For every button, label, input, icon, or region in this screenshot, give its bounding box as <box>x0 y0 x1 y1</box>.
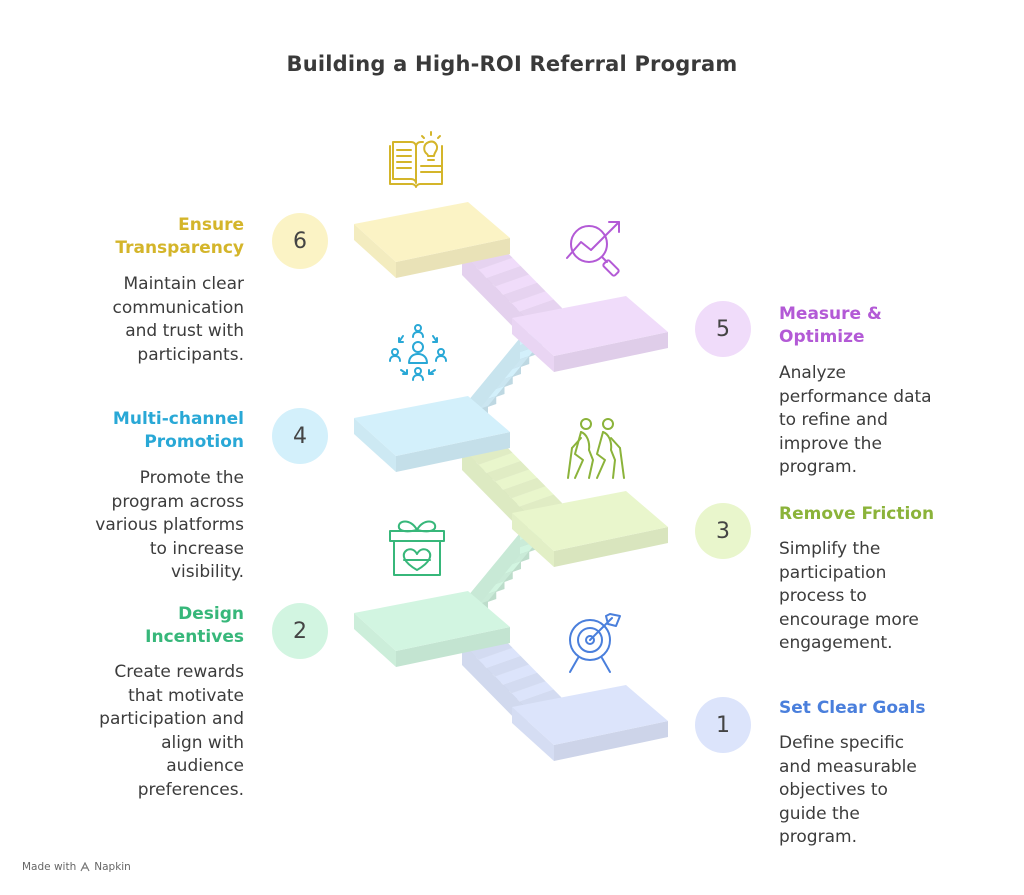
step-1-number: 1 <box>695 697 751 753</box>
platform-3-front <box>554 527 668 567</box>
flight-2-1-step <box>478 647 521 669</box>
flight-6-5-stringer <box>462 253 528 342</box>
napkin-logo-icon <box>80 862 90 872</box>
flight-4-3-stringer <box>462 448 528 537</box>
hikers-icon <box>567 418 625 479</box>
platform-4-front <box>396 432 510 472</box>
platform-2-side <box>354 613 396 667</box>
step-4-number: 4 <box>272 408 328 464</box>
flight-2-1-step <box>511 681 554 702</box>
step-6-number: 6 <box>272 213 328 269</box>
platform-5-top <box>512 296 668 356</box>
book-lightbulb-icon <box>389 131 443 188</box>
step-5-number: 5 <box>695 301 751 357</box>
flight-4-3-step <box>486 461 529 482</box>
flight-2-1-step <box>495 664 538 685</box>
flight-2-1-step <box>486 656 529 677</box>
analytics-magnifier-icon <box>566 221 620 277</box>
platform-6-front <box>396 238 510 278</box>
step-1-title: Set Clear Goals <box>779 698 926 718</box>
platform-3-top <box>512 491 668 551</box>
platform-1-side <box>512 707 554 761</box>
platform-6-top <box>354 202 510 262</box>
flight-6-5-step <box>478 257 521 279</box>
step-3-title: Remove Friction <box>779 504 935 524</box>
flight-2-1-stringer <box>462 643 528 732</box>
flight-6-5-step <box>503 282 546 304</box>
step-3-number: 3 <box>695 503 751 559</box>
platform-5-front <box>554 332 668 372</box>
made-with-label: Made with <box>22 861 77 873</box>
page-title: Building a High-ROI Referral Program <box>286 52 738 76</box>
flight-6-5-step <box>511 291 554 312</box>
napkin-brand-label: Napkin <box>94 861 131 873</box>
platform-5-side <box>512 318 554 372</box>
platform-6-side <box>354 224 396 278</box>
platform-4-side <box>354 418 396 472</box>
flight-4-3-step <box>495 469 538 490</box>
flight-4-3-step <box>503 477 546 499</box>
step-5-title: Measure &Optimize <box>779 304 882 347</box>
flight-2-1-step <box>503 672 546 694</box>
flight-6-5-step <box>486 266 529 287</box>
platform-2-top <box>354 591 510 651</box>
platform-2-front <box>396 627 510 667</box>
flight-4-3-step <box>511 486 554 507</box>
platform-1-front <box>554 721 668 761</box>
network-people-icon <box>389 324 447 381</box>
platform-3-side <box>512 513 554 567</box>
napkin-footer: Made with Napkin <box>22 861 131 873</box>
flight-6-5-step <box>495 274 538 295</box>
platform-4-top <box>354 396 510 456</box>
step-2-number: 2 <box>272 603 328 659</box>
flight-4-3-step <box>478 452 521 474</box>
platform-1-top <box>512 685 668 745</box>
gift-heart-icon <box>389 520 445 576</box>
target-icon <box>569 613 621 673</box>
